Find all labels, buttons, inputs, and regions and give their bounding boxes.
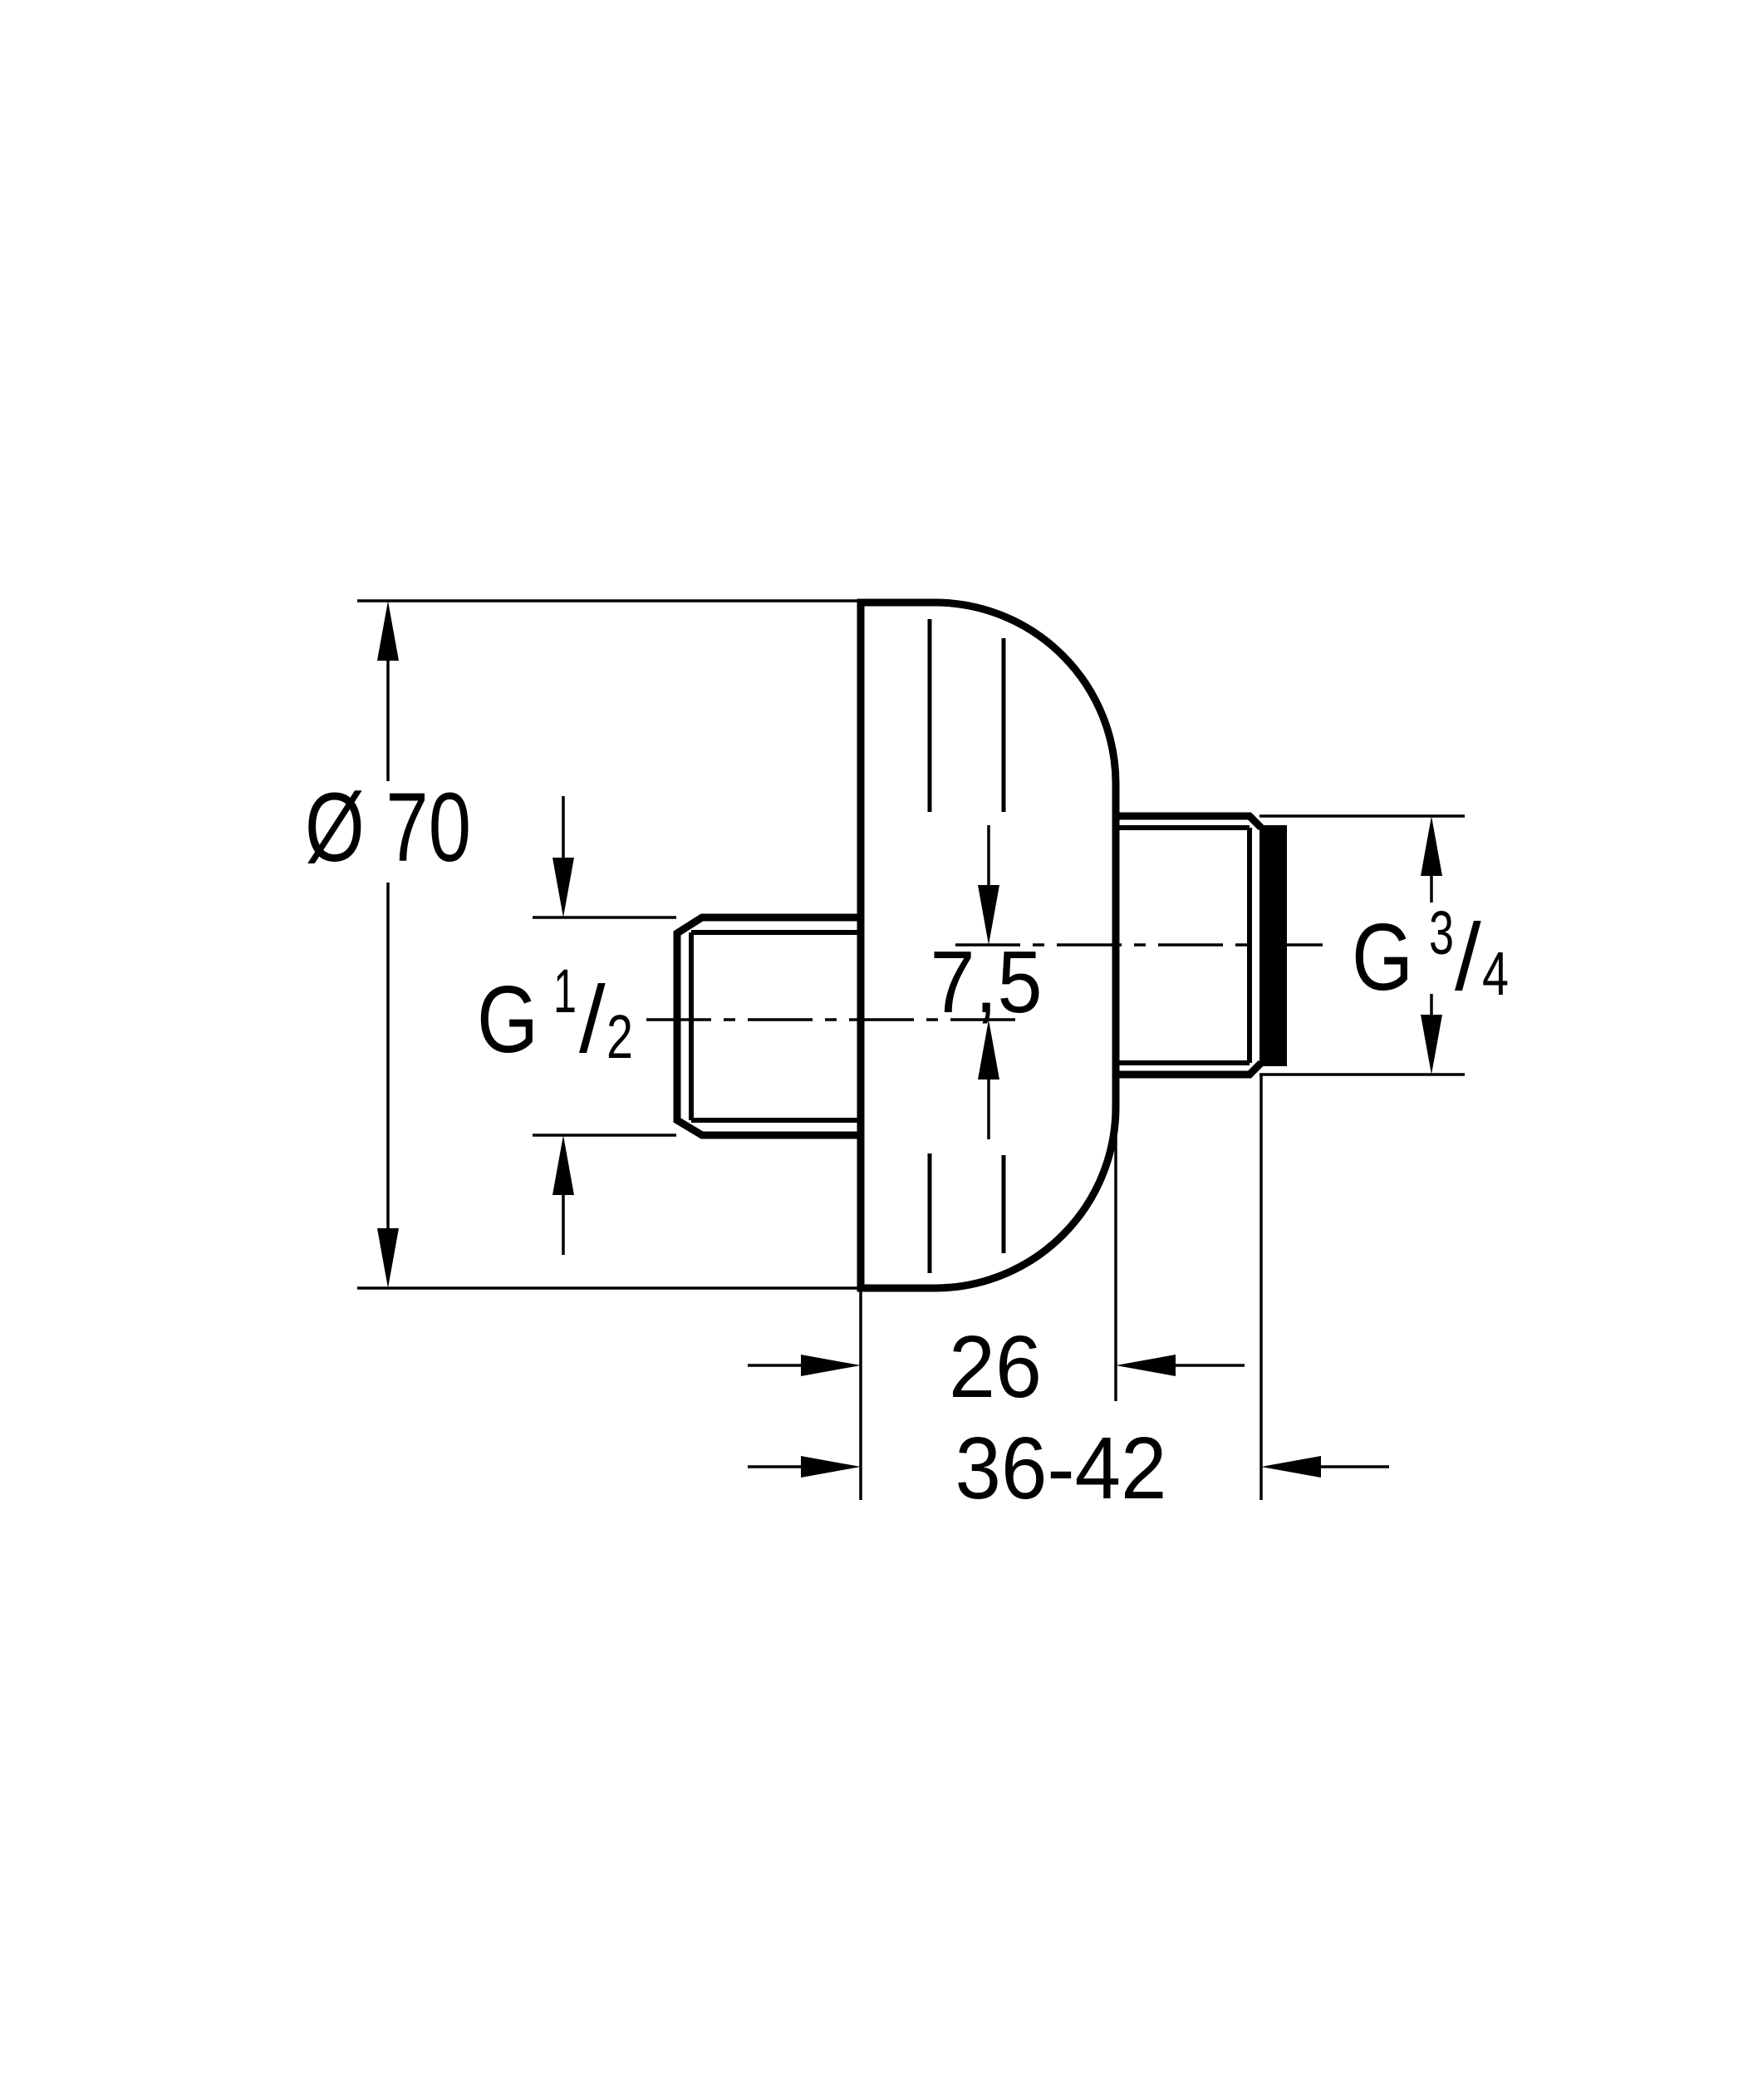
g34-numerator: 3 [1429,898,1454,967]
arrow-dia-bottom-down [377,1228,399,1288]
thread-g34-top-edge [1116,812,1264,831]
arrow-g34-top-up [1421,816,1442,876]
extension-lines [357,599,1465,1500]
g34-slash: / [1455,905,1481,1011]
arrow-g12-top-down [552,858,574,917]
thread-g34-bottom-edge [1116,1060,1264,1079]
dimension-line-shafts [386,661,1433,1468]
g34-denominator: 4 [1482,939,1509,1008]
flange-tangent-ticks [927,619,1006,1273]
arrow-range-right [1261,1456,1321,1478]
arrow-dia-top-up [377,601,399,661]
dim-diameter-label: Ø 70 [305,773,471,883]
g12-denominator: 2 [606,1002,633,1071]
arrow-depth-right [1116,1355,1176,1376]
arrow-offset-top-down [978,885,999,945]
g34-prefix: G [1352,905,1413,1011]
arrow-offset-bottom-up [978,1020,999,1080]
thread-label-g34: G 3 / 4 [1352,898,1509,1011]
arrow-g34-bottom-down [1421,1015,1442,1075]
g12-slash: / [579,967,606,1073]
thread-g12-outline [673,913,861,1139]
dim-range-label: 36-42 [955,1419,1167,1517]
arrow-g12-bottom-up [552,1135,574,1195]
thread-label-g12: G 1 / 2 [477,957,633,1073]
g12-prefix: G [477,967,538,1073]
thread-g12-root-lines [689,930,861,1123]
arrow-depth-left [801,1355,861,1376]
thread-g34-root-lines [1116,825,1252,1065]
dim-offset-label: 7,5 [930,933,1043,1031]
arrow-range-left [801,1456,861,1478]
dim-depth-label: 26 [949,1318,1042,1416]
g12-numerator: 1 [553,957,577,1025]
